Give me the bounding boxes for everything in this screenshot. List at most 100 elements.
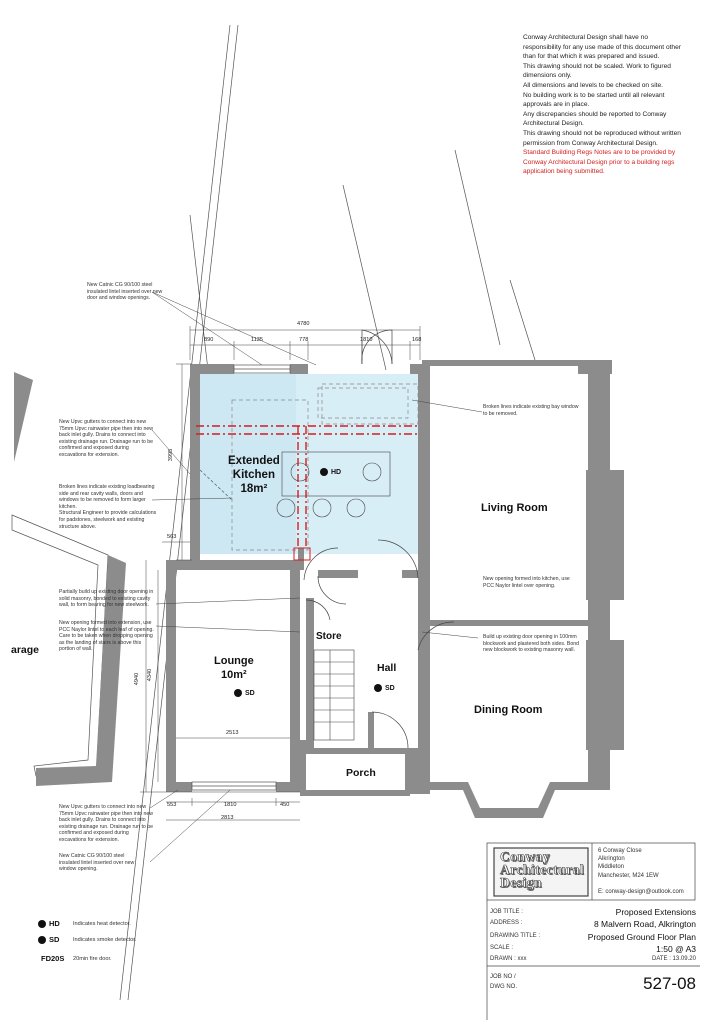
dimension-overall-width: 4780 — [297, 321, 310, 327]
note-lintel-bottom: New Catnic CG 90/100 steel insulated lin… — [59, 853, 134, 873]
disclaimer-notes: Conway Architectural Design shall have n… — [523, 33, 703, 177]
room-label-lounge: Lounge 10m² — [214, 654, 254, 682]
drawn-label: DRAWN : xxx — [490, 956, 527, 962]
note-partially-build: Partially build up existing door opening… — [59, 589, 153, 609]
note-line: side and rear cavity walls, doors and — [59, 490, 143, 497]
disclaimer-line: approvals are in place. — [523, 101, 590, 109]
removed-walls — [231, 383, 419, 551]
title-block-frame — [486, 842, 700, 1020]
boundary-lines — [119, 24, 536, 1001]
note-line: New Catnic CG 90/100 steel — [87, 282, 153, 288]
note-line: confirmed and exposed during — [59, 830, 129, 837]
legend-smoke-detector-text: Indicates smoke detector. — [73, 937, 137, 943]
note-line: door and window openings. — [87, 295, 151, 302]
note-line: 75mm Upvc rainwater pipe then into new — [59, 425, 153, 432]
note-build-up-door: Build up existing door opening in 100mm … — [483, 634, 579, 654]
symbol-code: HD — [331, 468, 342, 476]
note-line: excavations for extension. — [59, 451, 119, 458]
note-line: Broken lines indicate existing loadbeari… — [59, 484, 155, 490]
address-line: Manchester, M24 1EW — [598, 872, 659, 879]
dimension-segment: 778 — [299, 337, 309, 343]
note-line: insulated lintel inserted over new — [59, 859, 135, 866]
logo-word: Design — [500, 875, 543, 890]
address-label: ADDRESS : — [490, 920, 523, 926]
room-area: 10m² — [221, 669, 247, 681]
detector-dot-icon — [374, 684, 382, 692]
legend-fire-door: FD20S — [41, 954, 65, 963]
room-label-hall: Hall — [377, 662, 397, 674]
room-area: 18m² — [240, 483, 268, 495]
symbol-code: SD — [245, 689, 255, 697]
drawing-title-value: Proposed Ground Floor Plan — [587, 932, 696, 942]
note-line: Partially build up existing door opening… — [59, 589, 154, 595]
disclaimer-line: than for that which it was prepared and … — [523, 53, 660, 61]
disclaimer-line: responsibility for any use made of this … — [523, 43, 681, 51]
legend-heat-detector-text: Indicates heat detector. — [73, 921, 131, 927]
note-gutters-top: New Upvc gutters to connect into new 75m… — [59, 419, 153, 459]
building-regs-note: Conway Architectural Design prior to a b… — [523, 158, 675, 166]
note-line: Structural Engineer to provide calculati… — [59, 510, 157, 517]
note-line: Broken lines indicate existing bay windo… — [483, 404, 579, 410]
dimension-segment: 890 — [204, 337, 214, 343]
disclaimer-line: This drawing should not be scaled. Work … — [523, 62, 671, 70]
note-line: PCC Naylor lintel to each leaf of openin… — [59, 626, 154, 633]
drawing-number: 527-08 — [643, 974, 696, 993]
demolition-lines — [196, 425, 420, 548]
company-email: E: conway-design@outlook.com — [598, 889, 684, 896]
room-name-line: Kitchen — [232, 469, 275, 481]
kitchen-fittings — [199, 451, 391, 518]
legend-smoke-detector: SD — [38, 935, 60, 945]
room-name-line: Extended — [228, 455, 280, 467]
logo-word: Architectural — [500, 862, 585, 877]
address-line: 6 Conway Close — [598, 848, 642, 854]
detector-dot-icon — [38, 936, 46, 945]
disclaimer-line: All dimensions and levels to be checked … — [523, 81, 664, 89]
address-line: Alkrington — [598, 856, 625, 863]
dimension-segment: 1810 — [224, 802, 237, 808]
legend-code: SD — [49, 935, 60, 944]
symbol-code: SD — [385, 684, 395, 692]
note-lintel-top: New Catnic CG 90/100 steel insulated lin… — [87, 282, 162, 302]
dwg-no-label: DWG NO. — [490, 984, 517, 990]
note-line: New Catnic CG 90/100 steel — [59, 853, 125, 859]
room-label-store: Store — [316, 631, 342, 642]
legend-heat-detector: HD — [38, 919, 60, 929]
note-line: 75mm Upvc rainwater pipe then into new — [59, 810, 153, 817]
dimension-segment: 553 — [167, 802, 177, 808]
note-line: Build up existing door opening in 100mm — [483, 634, 577, 640]
note-line: existing drainage run. Drainage run to b… — [59, 438, 154, 445]
note-line: New opening formed into kitchen, use — [483, 576, 570, 582]
address-line: Middleton — [598, 864, 625, 871]
note-line: insulated lintel inserted over new — [87, 288, 163, 295]
room-label-kitchen: Extended Kitchen 18m² — [228, 454, 280, 496]
dimension-segment: 1810 — [360, 337, 373, 343]
stairs — [313, 649, 355, 741]
note-line: to be removed. — [483, 410, 518, 417]
company-address: 6 Conway Close Alkrington Middleton Manc… — [598, 847, 684, 896]
note-line: PCC Naylor lintel over opening. — [483, 582, 556, 589]
note-line: window opening. — [59, 866, 98, 873]
note-line: for padstones, steelwork and existing — [59, 516, 145, 523]
building-regs-note: application being submitted. — [523, 168, 605, 176]
legend-code: HD — [49, 919, 60, 928]
note-line: Care to be taken when dropping opening — [59, 633, 153, 640]
note-line: windows to be removed to form larger — [59, 497, 146, 504]
note-line: portion of wall. — [59, 646, 93, 653]
note-line: blockwork and plastered both sides. Bond — [483, 640, 580, 647]
job-title-label: JOB TITLE : — [490, 909, 523, 915]
note-line: kitchen. — [59, 503, 77, 510]
dimension-lounge-width: 2513 — [226, 730, 239, 736]
heat-detector-symbol: HD — [320, 468, 341, 476]
note-line: excavations for extension. — [59, 836, 119, 843]
legend-fire-door-text: 20min fire door. — [73, 956, 112, 962]
address-value: 8 Malvern Road, Alkrington — [593, 919, 696, 929]
disclaimer-line: Conway Architectural Design shall have n… — [523, 34, 648, 41]
scale-label: SCALE : — [490, 945, 514, 951]
room-label-living: Living Room — [481, 502, 548, 514]
smoke-detector-symbol: SD — [374, 684, 395, 692]
dimension-small: 563 — [167, 534, 177, 540]
note-new-opening-kitchen: New opening formed into kitchen, use PCC… — [483, 576, 570, 589]
note-line: New opening formed into extension, use — [59, 620, 152, 626]
walls — [166, 360, 624, 818]
